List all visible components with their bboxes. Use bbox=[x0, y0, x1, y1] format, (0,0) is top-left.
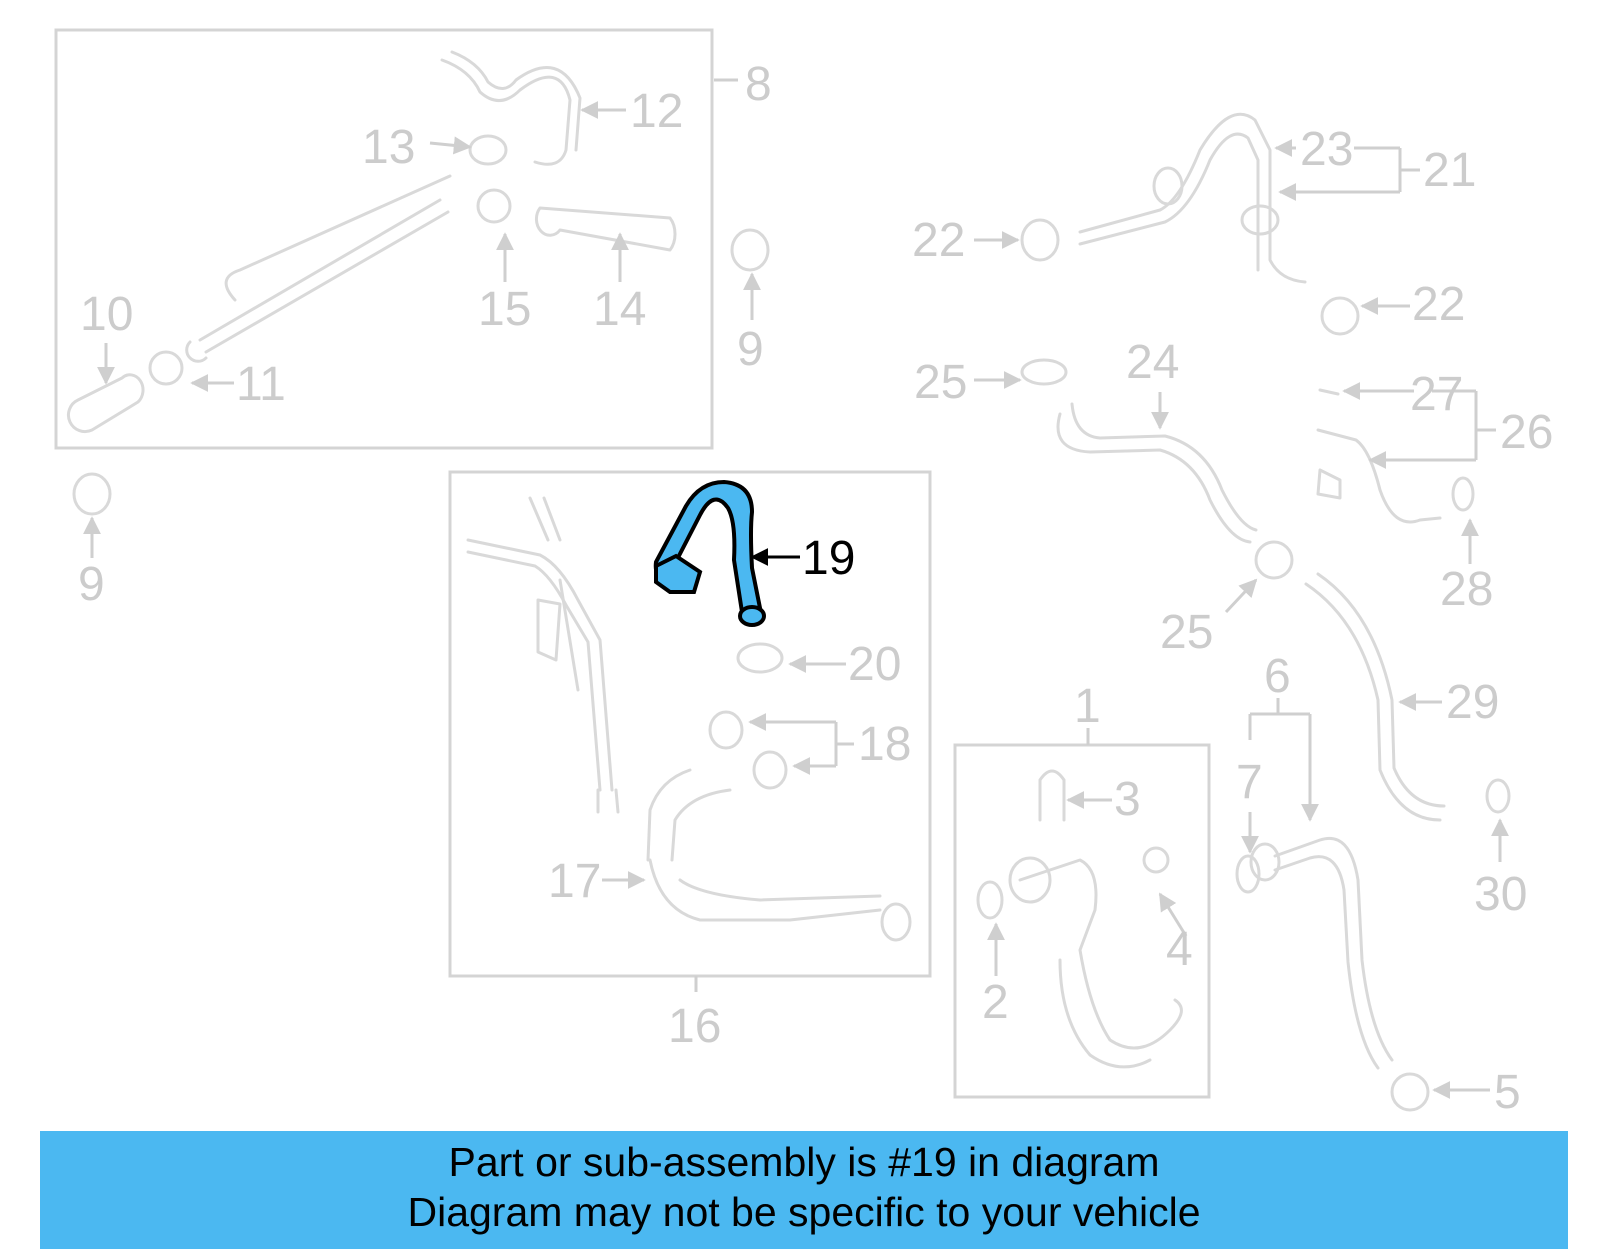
label-1: 1 bbox=[1074, 680, 1101, 733]
label-13: 13 bbox=[362, 121, 415, 174]
fitting-26 bbox=[1316, 388, 1475, 524]
label-18: 18 bbox=[858, 718, 911, 771]
hose-29 bbox=[1304, 572, 1511, 822]
label-19-highlighted: 19 bbox=[802, 532, 855, 585]
group-box-16 bbox=[448, 470, 932, 978]
label-30: 30 bbox=[1474, 868, 1527, 921]
label-3: 3 bbox=[1114, 773, 1141, 826]
info-banner: Part or sub-assembly is #19 in diagram D… bbox=[40, 1131, 1568, 1249]
hose-24 bbox=[1020, 358, 1294, 580]
label-12: 12 bbox=[630, 85, 683, 138]
label-22-right: 22 bbox=[1412, 278, 1465, 331]
clamps-22 bbox=[1020, 218, 1360, 336]
hose-14 bbox=[534, 206, 677, 252]
label-2: 2 bbox=[982, 976, 1009, 1029]
pipe-assembly-16 bbox=[466, 496, 620, 814]
label-22-left: 22 bbox=[912, 214, 965, 267]
label-25-top: 25 bbox=[914, 356, 967, 409]
label-7: 7 bbox=[1236, 756, 1263, 809]
label-26: 26 bbox=[1500, 406, 1553, 459]
label-5: 5 bbox=[1494, 1066, 1521, 1119]
label-24: 24 bbox=[1126, 336, 1179, 389]
clamps-group-8 bbox=[72, 134, 770, 516]
label-28: 28 bbox=[1440, 563, 1493, 616]
hose-17 bbox=[646, 768, 912, 942]
label-23: 23 bbox=[1300, 123, 1353, 176]
hose-assembly-21 bbox=[1078, 112, 1307, 284]
group-box-8 bbox=[54, 28, 714, 450]
label-9-left: 9 bbox=[78, 558, 105, 611]
label-4: 4 bbox=[1166, 923, 1193, 976]
label-16: 16 bbox=[668, 1000, 721, 1053]
clamps-18-20 bbox=[708, 642, 788, 790]
hose-6 bbox=[1235, 837, 1430, 1112]
label-8: 8 bbox=[745, 58, 772, 111]
callout-labels: 8 12 13 15 14 10 11 9 9 22 23 21 22 25 2… bbox=[78, 58, 1553, 1119]
label-15: 15 bbox=[478, 283, 531, 336]
label-27: 27 bbox=[1410, 368, 1463, 421]
label-6: 6 bbox=[1264, 650, 1291, 703]
leader-lines bbox=[83, 78, 1509, 1099]
label-25-bottom: 25 bbox=[1160, 606, 1213, 659]
label-9-right: 9 bbox=[737, 323, 764, 376]
thermostat-housing-1 bbox=[976, 769, 1183, 1069]
hose-19-highlighted[interactable] bbox=[653, 480, 766, 627]
banner-line-2: Diagram may not be specific to your vehi… bbox=[407, 1189, 1201, 1235]
label-14: 14 bbox=[593, 283, 646, 336]
label-11: 11 bbox=[236, 358, 286, 411]
label-20: 20 bbox=[848, 638, 901, 691]
label-29: 29 bbox=[1446, 676, 1499, 729]
label-17: 17 bbox=[548, 855, 601, 908]
banner-line-1: Part or sub-assembly is #19 in diagram bbox=[448, 1139, 1160, 1185]
label-10: 10 bbox=[80, 288, 133, 341]
label-21: 21 bbox=[1423, 144, 1476, 197]
pipe-assembly-10-11 bbox=[66, 174, 452, 434]
hose-12 bbox=[440, 50, 582, 166]
group-box-1 bbox=[953, 743, 1211, 1099]
